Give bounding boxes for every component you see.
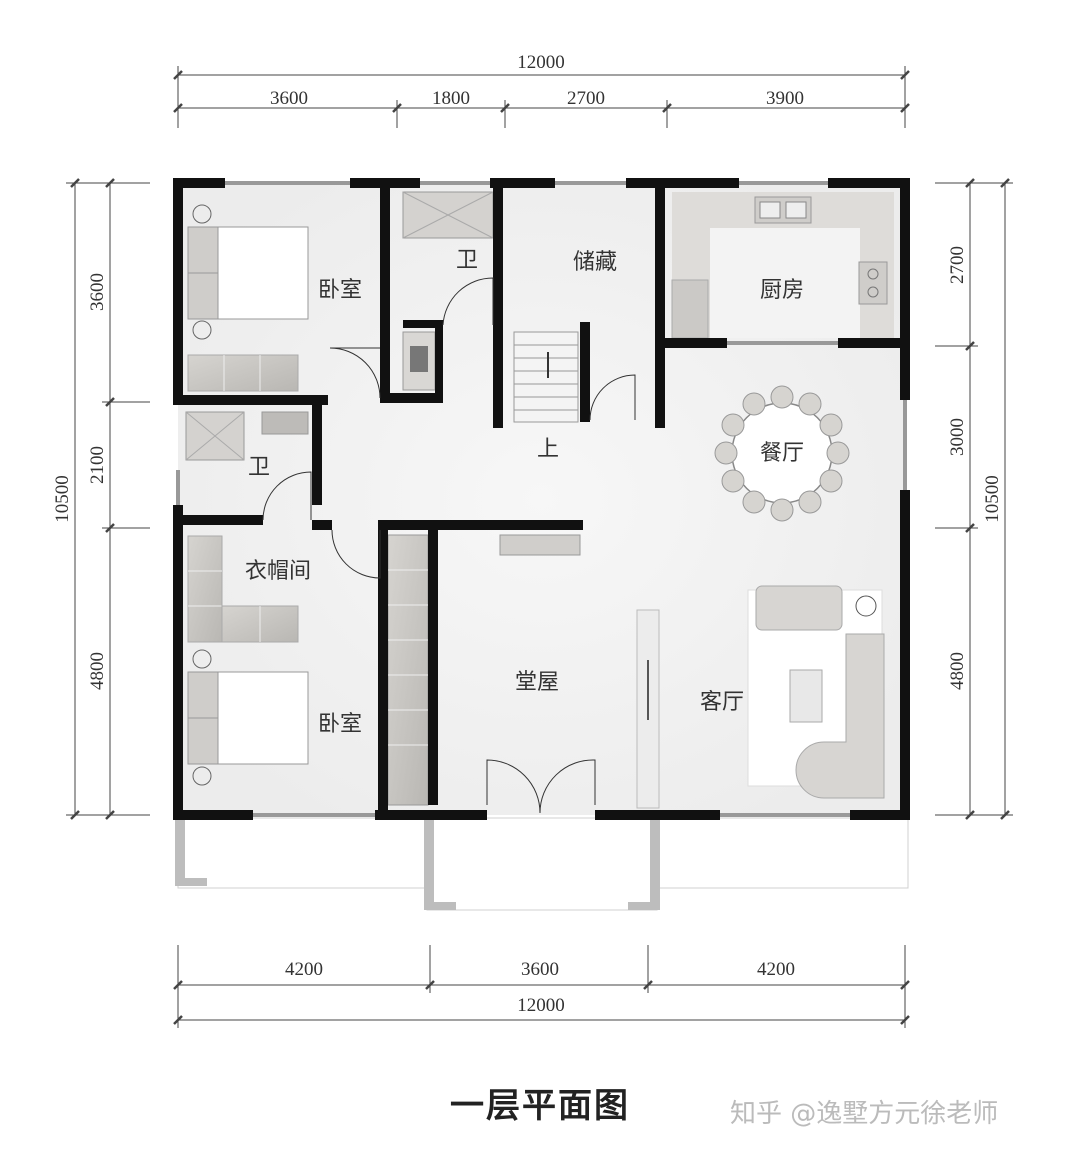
- label-bedroom-2: 卧室: [318, 712, 362, 737]
- bath2-sink: [261, 411, 309, 435]
- dim-right-2: 3000: [947, 418, 968, 456]
- altar-table: [499, 534, 581, 556]
- kitchen-stove: [858, 261, 888, 305]
- label-stair-up: 上: [537, 437, 559, 462]
- wardrobe-1: [187, 354, 299, 392]
- dim-bottom-1: 4200: [285, 959, 323, 980]
- kitchen-island: [710, 228, 860, 338]
- label-kitchen: 厨房: [760, 278, 804, 303]
- living-furniture: [747, 585, 885, 799]
- dim-bottom-2: 3600: [521, 959, 559, 980]
- label-bedroom-1: 卧室: [318, 278, 362, 303]
- coffee-table: [789, 669, 823, 723]
- staircase: [513, 331, 579, 423]
- label-storage: 储藏: [573, 250, 617, 275]
- armchairs: [755, 585, 843, 631]
- dim-top-1: 3600: [270, 88, 308, 109]
- bedroom-2-furniture: [187, 535, 309, 786]
- doors: [262, 277, 636, 814]
- dim-top-total: 12000: [517, 52, 565, 73]
- dim-right-3: 4800: [947, 652, 968, 690]
- label-bath-1: 卫: [456, 248, 478, 273]
- hall-cabinets: [387, 534, 581, 806]
- label-hall: 堂屋: [515, 670, 559, 695]
- dimension-lines: [66, 66, 1013, 1028]
- room-labels: 卧室 卫 储藏 厨房 卫 上 餐厅 衣帽间 堂屋 客厅 卧室: [245, 248, 804, 737]
- dim-left-3: 4800: [87, 652, 108, 690]
- sofa: [795, 633, 885, 799]
- bedroom-1-furniture: [187, 204, 309, 392]
- dim-right-1: 2700: [947, 246, 968, 284]
- closet-cabinet-left: [187, 535, 223, 643]
- dim-top-3: 2700: [567, 88, 605, 109]
- porch-entry: [424, 817, 660, 911]
- watermark: 知乎 @逸墅方元徐老师: [730, 1099, 999, 1129]
- label-dining: 餐厅: [760, 441, 804, 466]
- dining-table: [714, 385, 850, 522]
- dim-bottom-total: 12000: [517, 995, 565, 1016]
- dim-top-4: 3900: [766, 88, 804, 109]
- dim-left-2: 2100: [87, 446, 108, 484]
- dimension-labels: 12000 3600 1800 2700 3900 4200 3600 4200…: [52, 52, 1003, 1016]
- dim-left-total: 10500: [52, 475, 73, 523]
- plan-title: 一层平面图: [450, 1086, 630, 1126]
- floor-lamp: [855, 595, 877, 617]
- label-bath-2: 卫: [248, 455, 270, 480]
- dim-right-total: 10500: [982, 475, 1003, 523]
- walls: [173, 178, 910, 820]
- dim-top-2: 1800: [432, 88, 470, 109]
- label-living: 客厅: [700, 690, 744, 715]
- dim-left-1: 3600: [87, 273, 108, 311]
- label-closet: 衣帽间: [245, 559, 311, 584]
- kitchen-counter: [671, 279, 709, 339]
- dim-bottom-3: 4200: [757, 959, 795, 980]
